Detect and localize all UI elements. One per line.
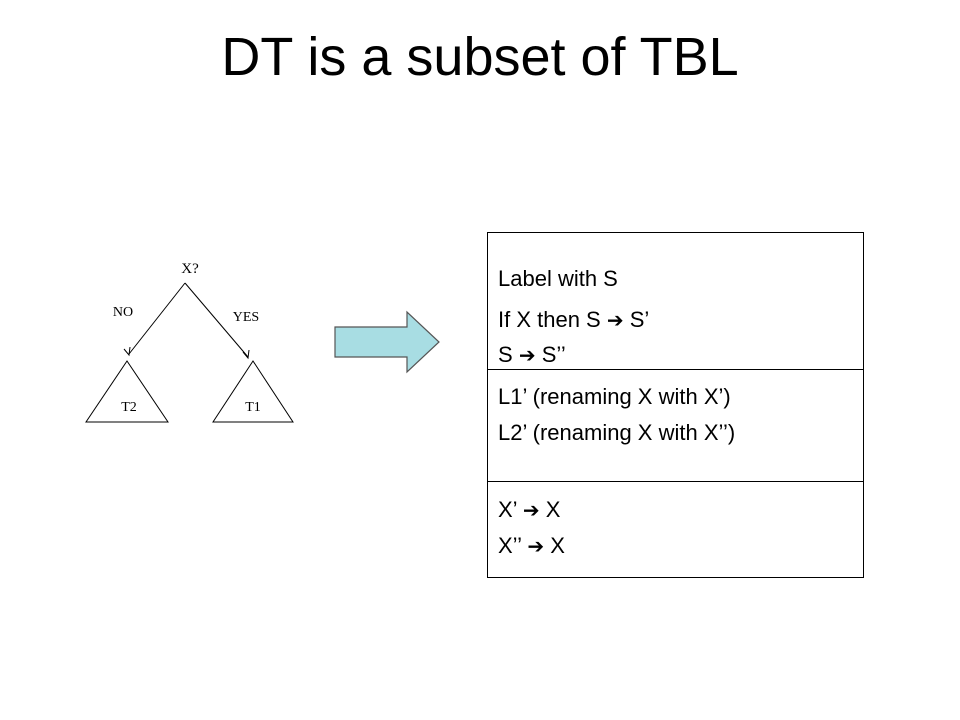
tree-arrowhead-left (123, 346, 131, 357)
rule-l2-renamed: L2’ (renaming X with X’’) (498, 422, 735, 444)
tree-edge-right (184, 282, 249, 358)
rule-rhs: X (545, 497, 561, 522)
implies-arrow-icon: ➔ (518, 343, 536, 367)
slide-title: DT is a subset of TBL (221, 27, 739, 87)
rule-x2-to-x: X’’ ➔ X (498, 535, 565, 557)
tree-edge-label-yes: YES (233, 310, 259, 325)
rule-group-divider (488, 481, 863, 482)
rule-label-with-s: Label with S (498, 268, 618, 290)
rule-x1-to-x: X’ ➔ X (498, 499, 560, 521)
tree-subtree-right (212, 360, 294, 423)
rule-lhs: S (498, 342, 513, 367)
rule-if-x-then: If X then S ➔ S’ (498, 309, 649, 331)
rule-list-box: Label with S If X then S ➔ S’ S ➔ S’’ L1… (487, 232, 864, 578)
tree-subtree-label-t1: T1 (245, 400, 261, 415)
rule-l1-renamed: L1’ (renaming X with X’) (498, 386, 731, 408)
tree-root-label: X? (181, 261, 199, 277)
rule-rhs: X (550, 533, 565, 558)
rule-text: L2’ (renaming X with X’’) (498, 420, 736, 445)
implies-arrow-icon: ➔ (522, 498, 540, 522)
rule-text: Label with S (498, 266, 618, 291)
tree-arrowhead-right (242, 349, 250, 360)
tree-edge-left (128, 282, 186, 355)
right-arrow-icon (334, 310, 440, 374)
tree-edge-label-no: NO (113, 305, 133, 320)
implies-arrow-icon: ➔ (527, 534, 545, 558)
rule-text: L1’ (renaming X with X’) (498, 384, 731, 409)
rule-lhs: X’’ (498, 533, 522, 558)
rule-s-to-s2: S ➔ S’’ (498, 344, 566, 366)
rule-lhs: X’ (498, 497, 517, 522)
rule-rhs: S’’ (541, 342, 566, 367)
rule-lhs: If X then S (498, 307, 601, 332)
rule-rhs: S’ (629, 307, 650, 332)
rule-group-divider (488, 369, 863, 370)
tree-subtree-left (85, 360, 169, 423)
arrow-shape (334, 310, 440, 374)
implies-arrow-icon: ➔ (606, 308, 624, 332)
tree-subtree-label-t2: T2 (121, 400, 137, 415)
decision-tree: X? NO YES T2 T1 (85, 261, 294, 423)
